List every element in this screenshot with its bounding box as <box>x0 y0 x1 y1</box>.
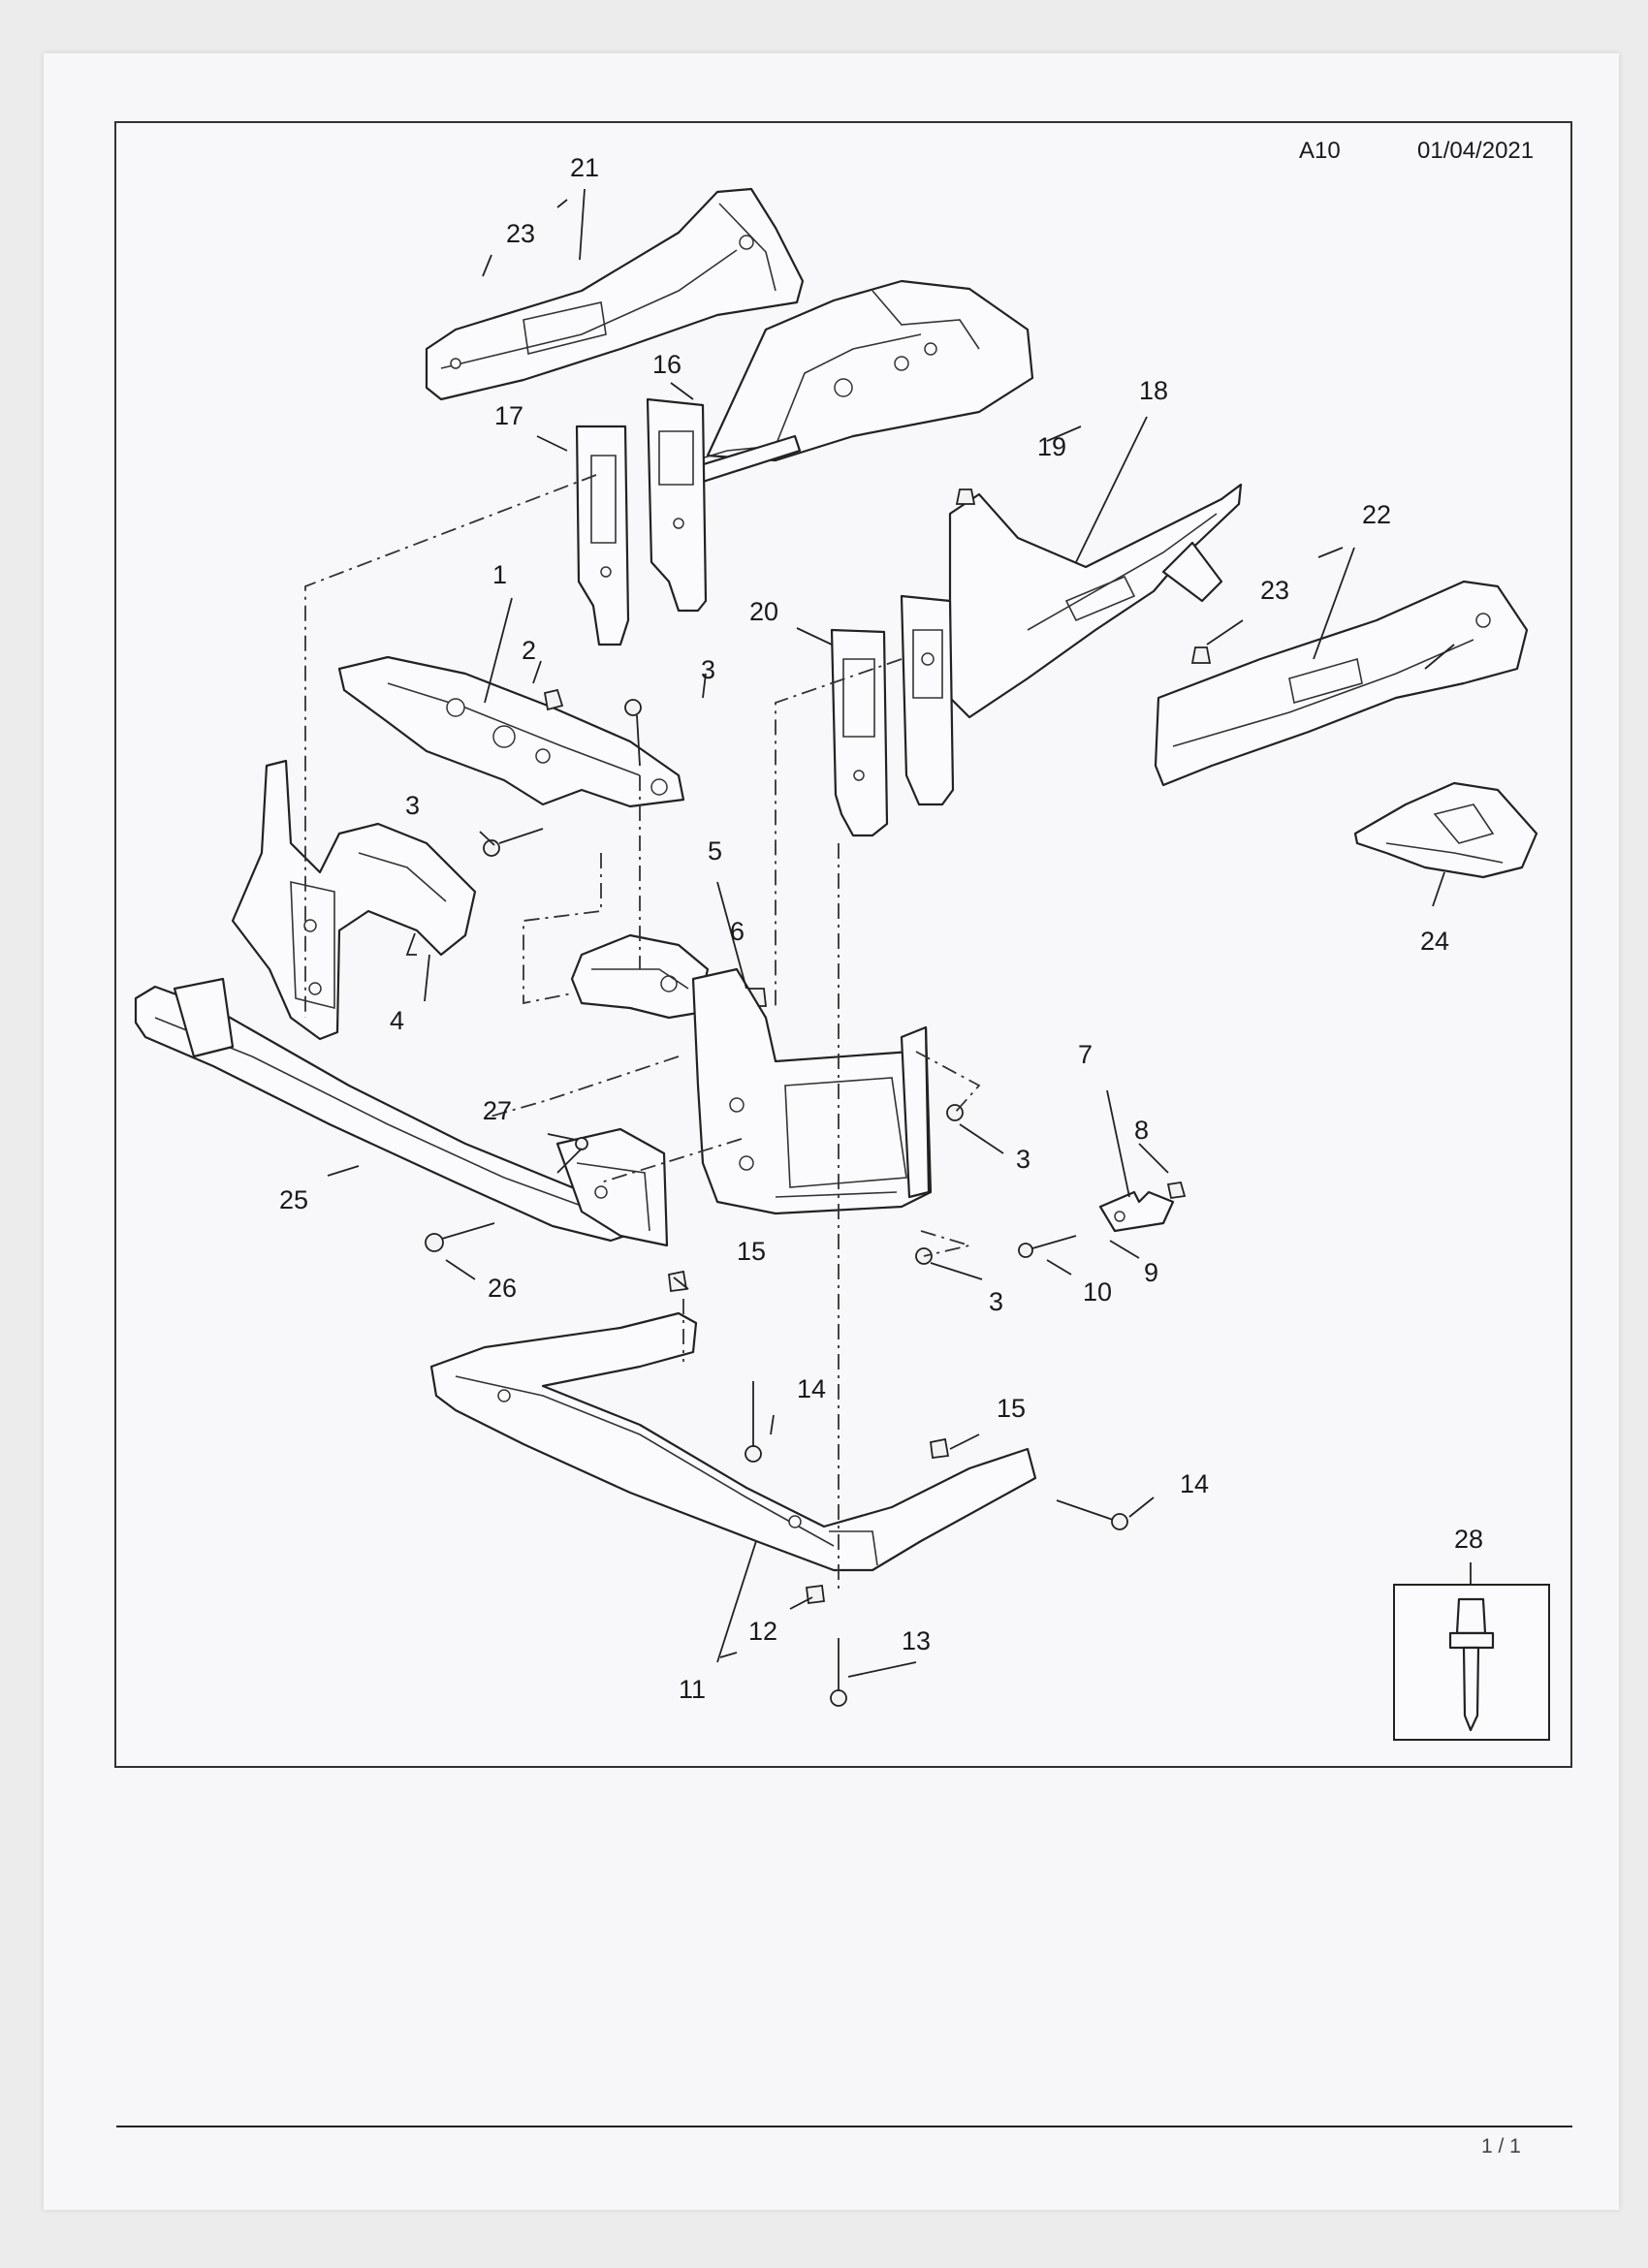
part-12-clip <box>805 1584 826 1605</box>
callout-18: 18 <box>1139 376 1168 405</box>
part-19-nut <box>955 488 976 505</box>
callout-3-bottom: 3 <box>989 1287 1003 1316</box>
part-10-bolt <box>1018 1235 1077 1258</box>
callout-1: 1 <box>492 560 507 589</box>
part-28-inset <box>1393 1562 1550 1741</box>
callout-3-top: 3 <box>701 655 715 684</box>
part-20-right-upright <box>830 594 955 837</box>
callout-6: 6 <box>730 917 745 946</box>
callout-5: 5 <box>708 836 722 866</box>
callout-19: 19 <box>1037 432 1066 461</box>
part-14-bolt-a <box>745 1381 762 1463</box>
page-number: 1 / 1 <box>1481 2135 1521 2158</box>
part-11-lower-crossmember <box>429 1311 1037 1572</box>
callout-26: 26 <box>488 1274 517 1303</box>
part-25-front-beam <box>134 977 669 1247</box>
leader-lines <box>327 188 1455 1678</box>
part-22-right-upper-rail <box>1154 580 1529 787</box>
part-17-left-upright <box>575 397 708 646</box>
callout-9: 9 <box>1144 1258 1158 1287</box>
callout-27: 27 <box>483 1096 512 1125</box>
callout-2: 2 <box>522 636 536 665</box>
part-8-nut <box>1166 1181 1187 1200</box>
callout-8: 8 <box>1134 1116 1149 1145</box>
callout-24: 24 <box>1420 927 1449 956</box>
callout-16: 16 <box>652 350 681 379</box>
diagram-date: 01/04/2021 <box>1417 138 1535 164</box>
callout-labels: 21 23 16 17 18 19 22 23 20 1 2 3 3 4 5 6… <box>279 153 1483 1704</box>
callout-12: 12 <box>748 1617 777 1646</box>
part-18-right-rail <box>948 483 1243 719</box>
part-5-center-bracket <box>570 933 710 1020</box>
part-1-upper-crossmember <box>337 655 685 808</box>
part-7-bracket <box>1098 1190 1175 1233</box>
callout-4: 4 <box>390 1006 404 1035</box>
part-4-side-bracket <box>231 759 477 1041</box>
callout-3-right: 3 <box>1016 1145 1030 1174</box>
part-3-bolt-b <box>483 828 544 857</box>
center-lamp-bracket <box>691 967 933 1215</box>
callout-15-right: 15 <box>997 1394 1026 1423</box>
part-24-bracket <box>1353 781 1538 879</box>
callout-21: 21 <box>570 153 599 182</box>
callout-23-top: 23 <box>506 219 535 248</box>
callout-20: 20 <box>749 597 778 626</box>
part-3-bolt-a <box>624 699 642 767</box>
part-14-bolt-b <box>1056 1499 1128 1530</box>
part-21-upper-rail <box>425 187 805 401</box>
part-15-nut-b <box>930 1437 950 1460</box>
callout-14-left: 14 <box>797 1374 826 1403</box>
callout-7: 7 <box>1078 1040 1093 1069</box>
footer-rule <box>116 2126 1572 2127</box>
assembly-lines <box>304 474 981 1590</box>
callout-14-right: 14 <box>1180 1469 1209 1498</box>
callout-13: 13 <box>902 1626 931 1655</box>
part-26-bolt <box>425 1222 495 1252</box>
callout-3-left: 3 <box>405 791 420 820</box>
callout-15-top: 15 <box>737 1237 766 1266</box>
callout-22: 22 <box>1362 500 1391 529</box>
callout-28: 28 <box>1454 1525 1483 1554</box>
diagram-code: A10 <box>1299 138 1341 164</box>
callout-25: 25 <box>279 1185 308 1214</box>
part-2-nut <box>543 688 564 711</box>
callout-10: 10 <box>1083 1277 1112 1307</box>
part-13-bolt <box>830 1638 847 1707</box>
callout-11: 11 <box>679 1675 706 1704</box>
callout-17: 17 <box>494 401 523 430</box>
callout-23-right: 23 <box>1260 576 1289 605</box>
